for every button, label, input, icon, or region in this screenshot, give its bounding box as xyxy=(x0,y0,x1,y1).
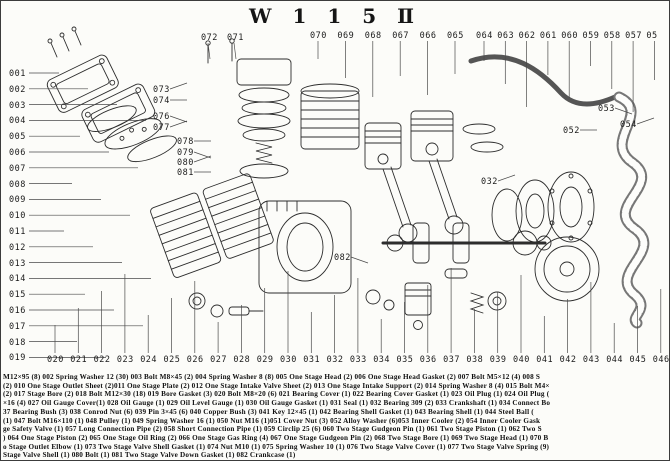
parts-list-line: o Stage Outlet Elbow (1) 073 Two Stage V… xyxy=(3,442,550,451)
one-stage-head-drawing xyxy=(46,54,156,143)
parts-list: M12×95 (8) 002 Spring Washer 12 (30) 003… xyxy=(3,373,669,460)
parts-list-line: ge Safety Valve (1) 057 Long Connection … xyxy=(3,425,542,434)
parts-list-line: 37 Bearing Bush (3) 038 Conrod Nut (6) 0… xyxy=(3,407,534,416)
small-parts-drawing xyxy=(365,268,507,330)
inner-cooler-coil-drawing xyxy=(613,91,650,329)
head-bolts-drawing xyxy=(47,26,82,58)
parts-list-line: (2) 010 One Stage Outlet Sheet (2)011 On… xyxy=(3,381,550,390)
parts-list-line: (1) 047 Bolt M16×110 (1) 048 Pulley (1) … xyxy=(3,416,541,425)
two-stage-valve-drawing xyxy=(205,38,292,179)
valve-plate-drawing xyxy=(87,105,177,163)
connection-pipe-drawing xyxy=(468,54,618,107)
parts-list-line: Stage Valve Shell (1) 080 Bolt (1) 081 T… xyxy=(3,451,296,460)
parts-list-line: M12×95 (8) 002 Spring Washer 12 (30) 003… xyxy=(3,373,541,381)
one-stage-bore-drawing xyxy=(150,173,274,278)
parts-list-line: ) 064 One Stage Piston (2) 065 One Stage… xyxy=(3,433,549,442)
bearing-cover-drawing xyxy=(491,171,595,243)
crankcase-drawing xyxy=(258,200,352,294)
parts-list-line: ×16 (4) 027 Oil Gauge Cover(1) 028 Oil G… xyxy=(3,399,551,408)
diagram-title: W 1 1 5 Ⅱ xyxy=(249,4,421,28)
parts-list-line: (2) 017 Stage Bore (2) 018 Bolt M12×30 (… xyxy=(3,390,550,399)
piston-ring-drawing xyxy=(462,123,504,153)
crankshaft-drawing xyxy=(381,222,552,264)
oil-gauge-drawing xyxy=(188,292,264,318)
pulley-drawing xyxy=(534,236,600,302)
two-stage-bore-drawing xyxy=(300,83,360,150)
